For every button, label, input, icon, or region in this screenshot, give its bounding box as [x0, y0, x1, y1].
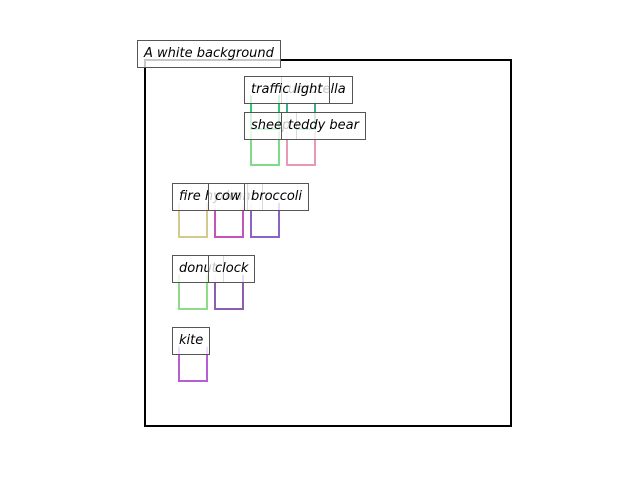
teddy-bear-label: teddy bear	[281, 112, 366, 140]
cow-label: cow	[208, 183, 248, 211]
clock-label: clock	[208, 255, 256, 283]
scene-frame	[144, 59, 512, 427]
kite-label: kite	[172, 327, 211, 355]
donut-box	[178, 274, 208, 310]
broccoli-label: broccoli	[244, 183, 310, 211]
kite-box	[178, 346, 208, 382]
teddy-bear-box	[286, 130, 316, 166]
cow-box	[214, 202, 244, 238]
fire-hydrant-box	[178, 202, 208, 238]
caption-label: A white background	[137, 40, 281, 68]
sheep-box	[250, 130, 280, 166]
broccoli-box	[250, 202, 280, 238]
clock-box	[214, 274, 244, 310]
traffic-light-label: traffic light	[244, 76, 330, 104]
